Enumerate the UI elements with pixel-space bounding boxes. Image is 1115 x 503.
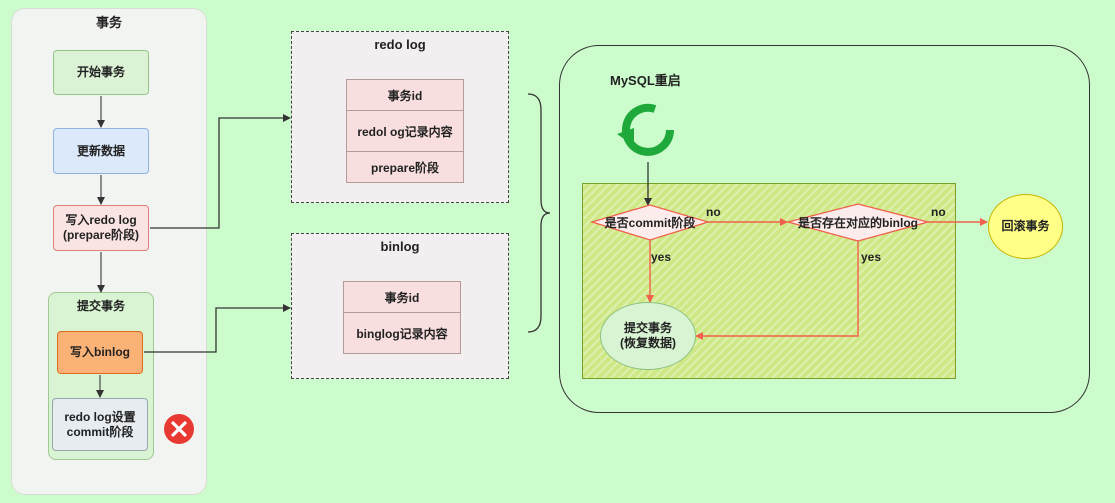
error-x-icon <box>164 414 194 444</box>
write-redo-log-box: 写入redo log (prepare阶段) <box>53 205 149 251</box>
start-transaction-box: 开始事务 <box>53 50 149 95</box>
log-link-arrows <box>144 114 291 353</box>
update-data-box: 更新数据 <box>53 128 149 174</box>
redo-log-row-txid: 事务id <box>346 79 464 111</box>
binlog-row-content: binglog记录内容 <box>343 312 461 354</box>
binlog-row-txid: 事务id <box>343 281 461 313</box>
redo-log-row-prepare: prepare阶段 <box>346 151 464 183</box>
yes-label-2: yes <box>861 250 882 264</box>
restart-icon <box>617 103 674 156</box>
transaction-title: 事务 <box>95 15 122 30</box>
decision-arrows <box>646 218 988 340</box>
brace-bracket <box>527 93 551 333</box>
redo-log-commit-box: redo log设置 commit阶段 <box>52 398 148 451</box>
rollback-transaction-node: 回滚事务 <box>988 194 1063 259</box>
no-label-2: no <box>931 205 946 219</box>
write-binlog-box: 写入binlog <box>57 331 143 374</box>
decision-commit-label: 是否commit阶段 <box>604 216 696 230</box>
redo-log-title: redo log <box>374 37 426 52</box>
binlog-title: binlog <box>380 239 420 254</box>
flow-arrows <box>96 96 105 398</box>
mysql-restart-title: MySQL重启 <box>610 73 681 88</box>
commit-group-title: 提交事务 <box>76 299 125 313</box>
no-label-1: no <box>706 205 721 219</box>
yes-label-1: yes <box>651 250 672 264</box>
decision-binlog-label: 是否存在对应的binlog <box>798 216 918 230</box>
commit-recover-node: 提交事务 (恢复数据) <box>600 302 696 370</box>
